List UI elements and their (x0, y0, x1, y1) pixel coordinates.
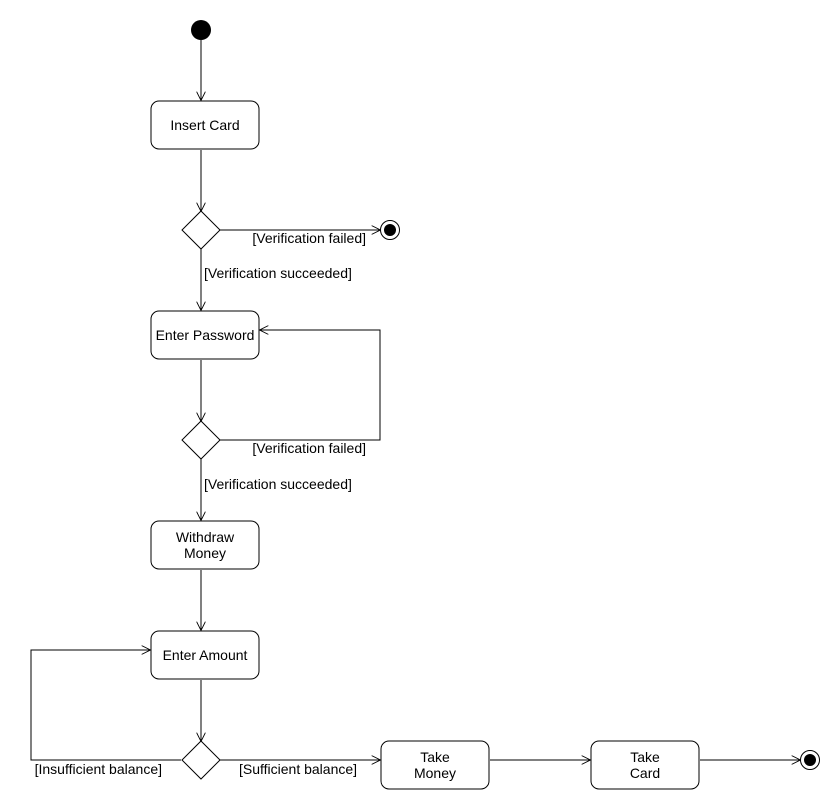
action-insert-card: Insert Card (150, 100, 260, 150)
edge-decision-3-loop-to-enter-amount (30, 650, 181, 761)
decision-node-1 (181, 210, 221, 250)
action-take-card-label-line1: Take (630, 749, 660, 765)
edge-decision-2-loop-to-enter-password (220, 330, 381, 441)
action-take-money: Take Money (380, 740, 490, 790)
guard-label-decision-1-failed: [Verification failed] (252, 230, 366, 246)
action-take-money-label-line1: Take (420, 749, 450, 765)
action-take-card: Take Card (590, 740, 700, 790)
action-take-money-label-line2: Money (414, 765, 456, 781)
final-node-2 (800, 750, 820, 770)
decision-node-3 (181, 740, 221, 780)
action-withdraw-money: Withdraw Money (150, 520, 260, 570)
action-enter-password: Enter Password (150, 310, 260, 360)
guard-label-decision-3-insufficient: [Insufficient balance] (35, 761, 162, 777)
action-withdraw-money-label-line2: Money (184, 545, 226, 561)
guard-label-decision-3-sufficient: [Sufficient balance] (239, 761, 357, 777)
guard-label-decision-2-failed: [Verification failed] (252, 440, 366, 456)
final-node-1 (380, 220, 400, 240)
initial-node (191, 20, 211, 40)
decision-node-2 (181, 420, 221, 460)
action-insert-card-label: Insert Card (170, 117, 239, 133)
guard-label-decision-2-succeeded: [Verification succeeded] (204, 476, 352, 492)
action-take-card-label-line2: Card (630, 765, 660, 781)
action-enter-amount-label: Enter Amount (163, 647, 248, 663)
action-enter-password-label: Enter Password (156, 327, 255, 343)
edges (30, 40, 800, 761)
guard-label-decision-1-succeeded: [Verification succeeded] (204, 265, 352, 281)
action-enter-amount: Enter Amount (150, 630, 260, 680)
action-withdraw-money-label-line1: Withdraw (176, 529, 235, 545)
